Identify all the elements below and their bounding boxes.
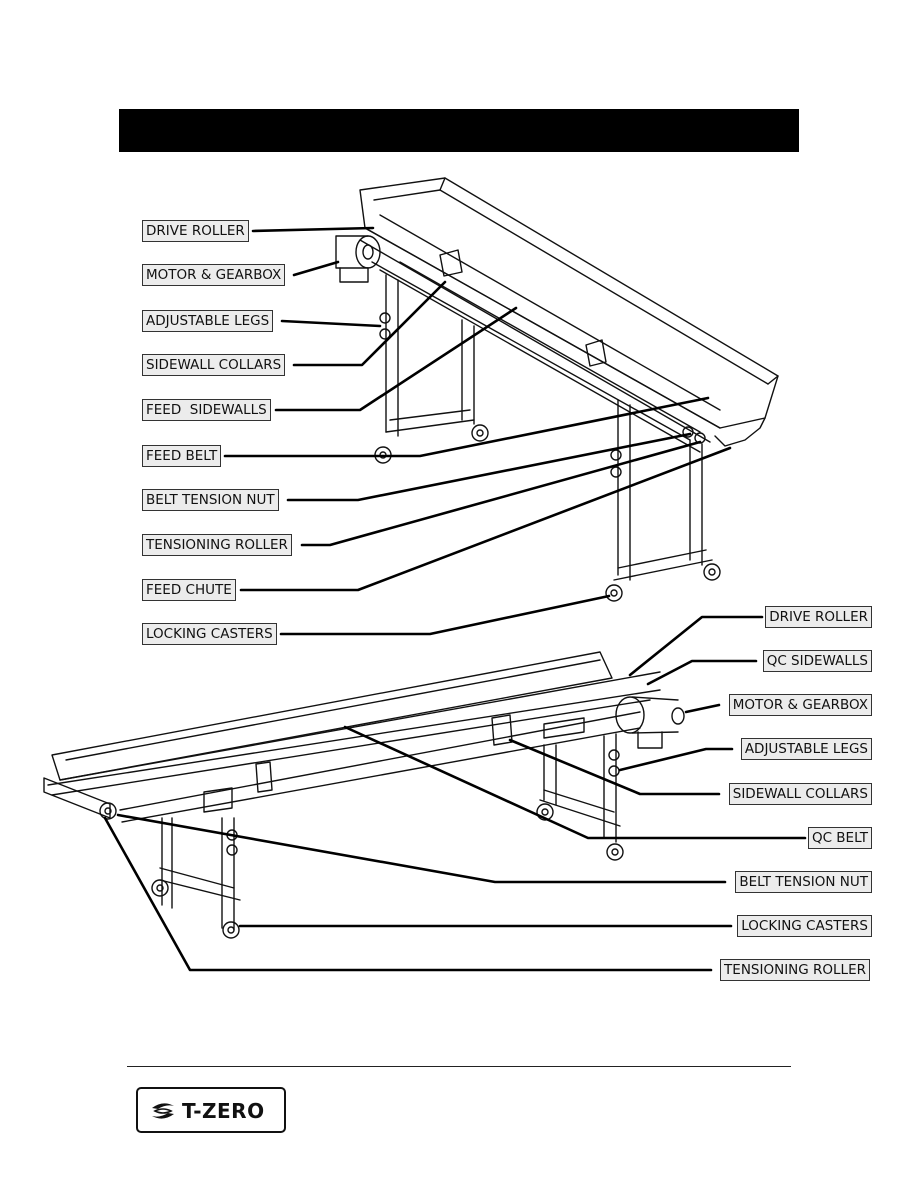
label-feed-belt: FEED BELT: [142, 445, 222, 467]
label-adjustable-legs: ADJUSTABLE LEGS: [142, 310, 274, 332]
label-sidewall-collars: SIDEWALL COLLARS: [142, 354, 286, 376]
qc-conveyor-illustration: [43, 651, 685, 939]
label-motor-gearbox-qc: MOTOR & GEARBOX: [728, 694, 872, 716]
label-locking-casters: LOCKING CASTERS: [142, 623, 277, 645]
feed-conveyor-illustration: [335, 177, 779, 602]
t-zero-swirl-icon: [152, 1103, 174, 1119]
label-sidewall-collars-qc: SIDEWALL COLLARS: [728, 783, 872, 805]
label-tensioning-roller: TENSIONING ROLLER: [142, 534, 292, 556]
label-feed-sidewalls: FEED SIDEWALLS: [142, 399, 271, 421]
t-zero-logo: T-ZERO: [136, 1087, 286, 1133]
footer-rule: [127, 1066, 791, 1067]
label-belt-tension-nut-qc: BELT TENSION NUT: [735, 871, 872, 893]
logo-text: T-ZERO: [182, 1099, 265, 1123]
label-belt-tension-nut: BELT TENSION NUT: [142, 489, 279, 511]
label-locking-casters-qc: LOCKING CASTERS: [737, 915, 872, 937]
label-tensioning-roller-qc: TENSIONING ROLLER: [720, 959, 870, 981]
label-feed-chute: FEED CHUTE: [142, 579, 236, 601]
header-bar: [119, 109, 799, 152]
label-qc-sidewalls: QC SIDEWALLS: [762, 650, 872, 672]
label-motor-gearbox: MOTOR & GEARBOX: [142, 264, 286, 286]
leader-lines: [103, 226, 807, 972]
label-qc-belt: QC BELT: [807, 827, 872, 849]
label-drive-roller-qc: DRIVE ROLLER: [765, 606, 872, 628]
label-adjustable-legs-qc: ADJUSTABLE LEGS: [740, 738, 872, 760]
label-drive-roller: DRIVE ROLLER: [142, 220, 249, 242]
